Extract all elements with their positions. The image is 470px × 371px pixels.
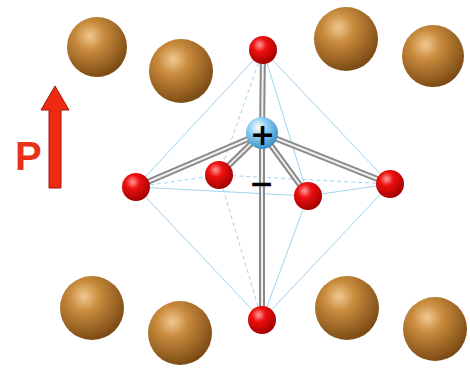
charge-sign: −: [249, 169, 274, 199]
charge-sign: +: [250, 120, 275, 150]
polarization-arrow: [41, 86, 69, 188]
b-site-atom: [246, 117, 278, 149]
polarization-label: P: [15, 136, 42, 176]
a-site-atoms: [60, 7, 467, 365]
oxygen-atoms: [122, 36, 404, 334]
bonds: [136, 50, 390, 320]
